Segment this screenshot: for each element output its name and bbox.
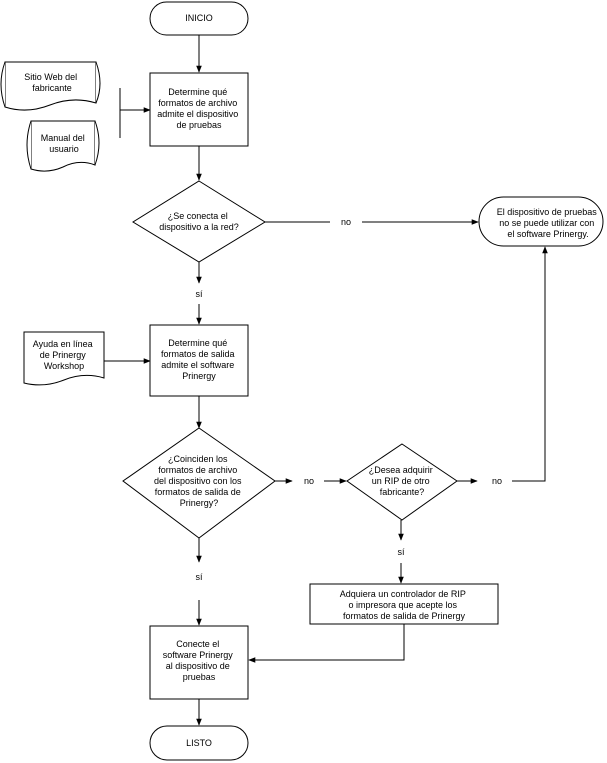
doc-web-label: Sitio Web del fabricante [24, 72, 79, 93]
determine-output-label: Determine qué formatos de salida admite … [161, 338, 237, 381]
connector-no-to-cannot-use-2 [512, 246, 548, 482]
connectors [104, 35, 548, 726]
document-manufacturer-website: Sitio Web del fabricante [0, 61, 101, 111]
determine-formats-label: Determine qué formatos de archivo admite… [157, 87, 241, 130]
doc-manual-label: Manual del usuario [41, 133, 88, 154]
decision-network-label: ¿Se conecta el dispositivo a la red? [159, 211, 239, 232]
process-determine-output-formats: Determine qué formatos de salida admite … [149, 324, 249, 397]
decision-formats-match: ¿Coinciden los formatos de archivo del d… [122, 427, 276, 539]
process-connect-software: Conecte el software Prinergy al disposit… [149, 625, 249, 700]
connector-web-to-formats [119, 88, 151, 113]
acquire-rip-label: Adquiera un controlador de RIP o impreso… [340, 589, 468, 621]
doc-help-label: Ayuda en línea de Prinergy Workshop [33, 339, 95, 371]
end-label: LISTO [186, 738, 212, 748]
start-label: INICIO [185, 13, 213, 23]
cannot-use-label: El dispositivo de pruebas no se puede ut… [497, 207, 600, 239]
decision-network-connection: ¿Se conecta el dispositivo a la red? [132, 180, 266, 263]
process-acquire-rip-controller: Adquiera un controlador de RIP o impreso… [309, 583, 499, 625]
decision-rip-label: ¿Desea adquirir un RIP de otro fabricant… [369, 465, 436, 497]
connect-label: Conecte el software Prinergy al disposit… [163, 639, 236, 682]
yes-label-match: sí [195, 572, 203, 582]
no-label-network: no [341, 217, 351, 227]
decision-acquire-rip: ¿Desea adquirir un RIP de otro fabricant… [346, 443, 458, 521]
no-label-rip: no [492, 476, 502, 486]
connector-acquire-to-connect [248, 624, 405, 663]
terminal-device-cannot-be-used: El dispositivo de pruebas no se puede ut… [478, 196, 604, 247]
document-user-manual: Manual del usuario [26, 120, 100, 172]
no-label-match: no [304, 476, 314, 486]
terminal-end: LISTO [149, 725, 249, 761]
decision-match-label: ¿Coinciden los formatos de archivo del d… [154, 454, 244, 508]
process-determine-file-formats: Determine qué formatos de archivo admite… [149, 72, 249, 147]
document-prinergy-help: Ayuda en línea de Prinergy Workshop [23, 331, 105, 386]
yes-label-rip: sí [397, 547, 405, 557]
yes-label-network: sí [195, 289, 203, 299]
terminal-start: INICIO [149, 1, 249, 36]
